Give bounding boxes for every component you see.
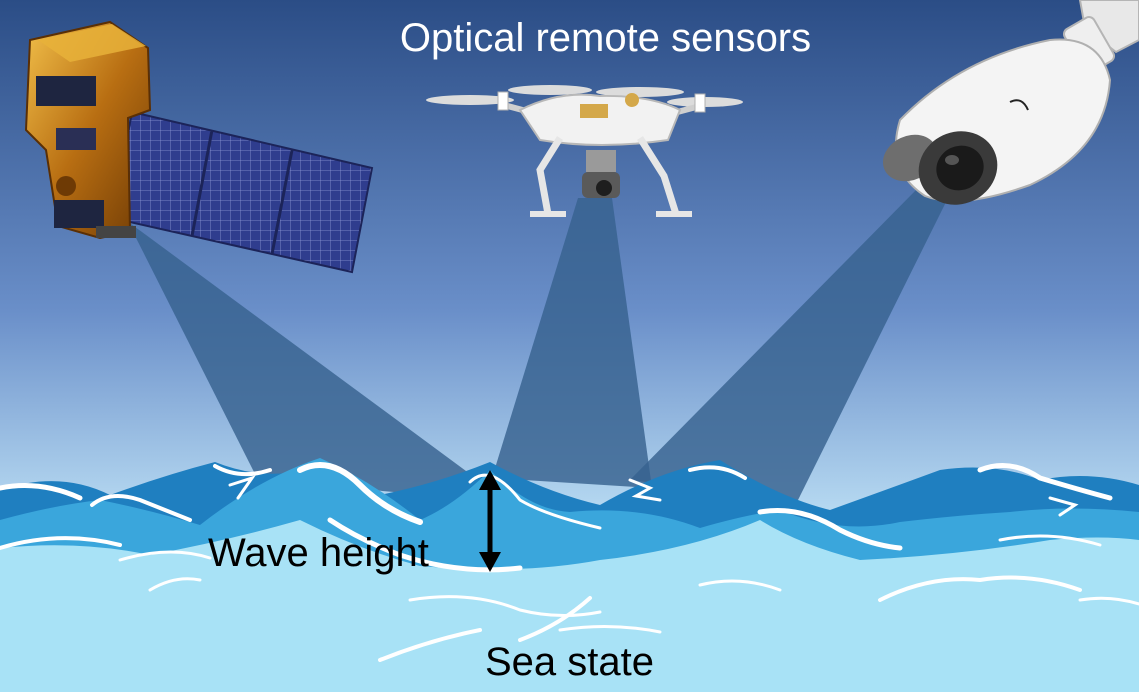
satellite-icon <box>24 20 374 274</box>
wave-height-label: Wave height <box>208 531 429 575</box>
sea-state-label: Sea state <box>484 640 654 684</box>
wave-height-arrow <box>479 470 501 572</box>
drone-beam <box>492 198 652 488</box>
camera-icon <box>882 0 1139 205</box>
drone-icon <box>426 85 743 217</box>
camera-beam <box>630 188 948 500</box>
sea-surface-front <box>0 520 1139 692</box>
satellite-beam <box>128 222 508 502</box>
diagram-title: Optical remote sensors <box>399 16 812 60</box>
wave-foam <box>0 462 1139 662</box>
